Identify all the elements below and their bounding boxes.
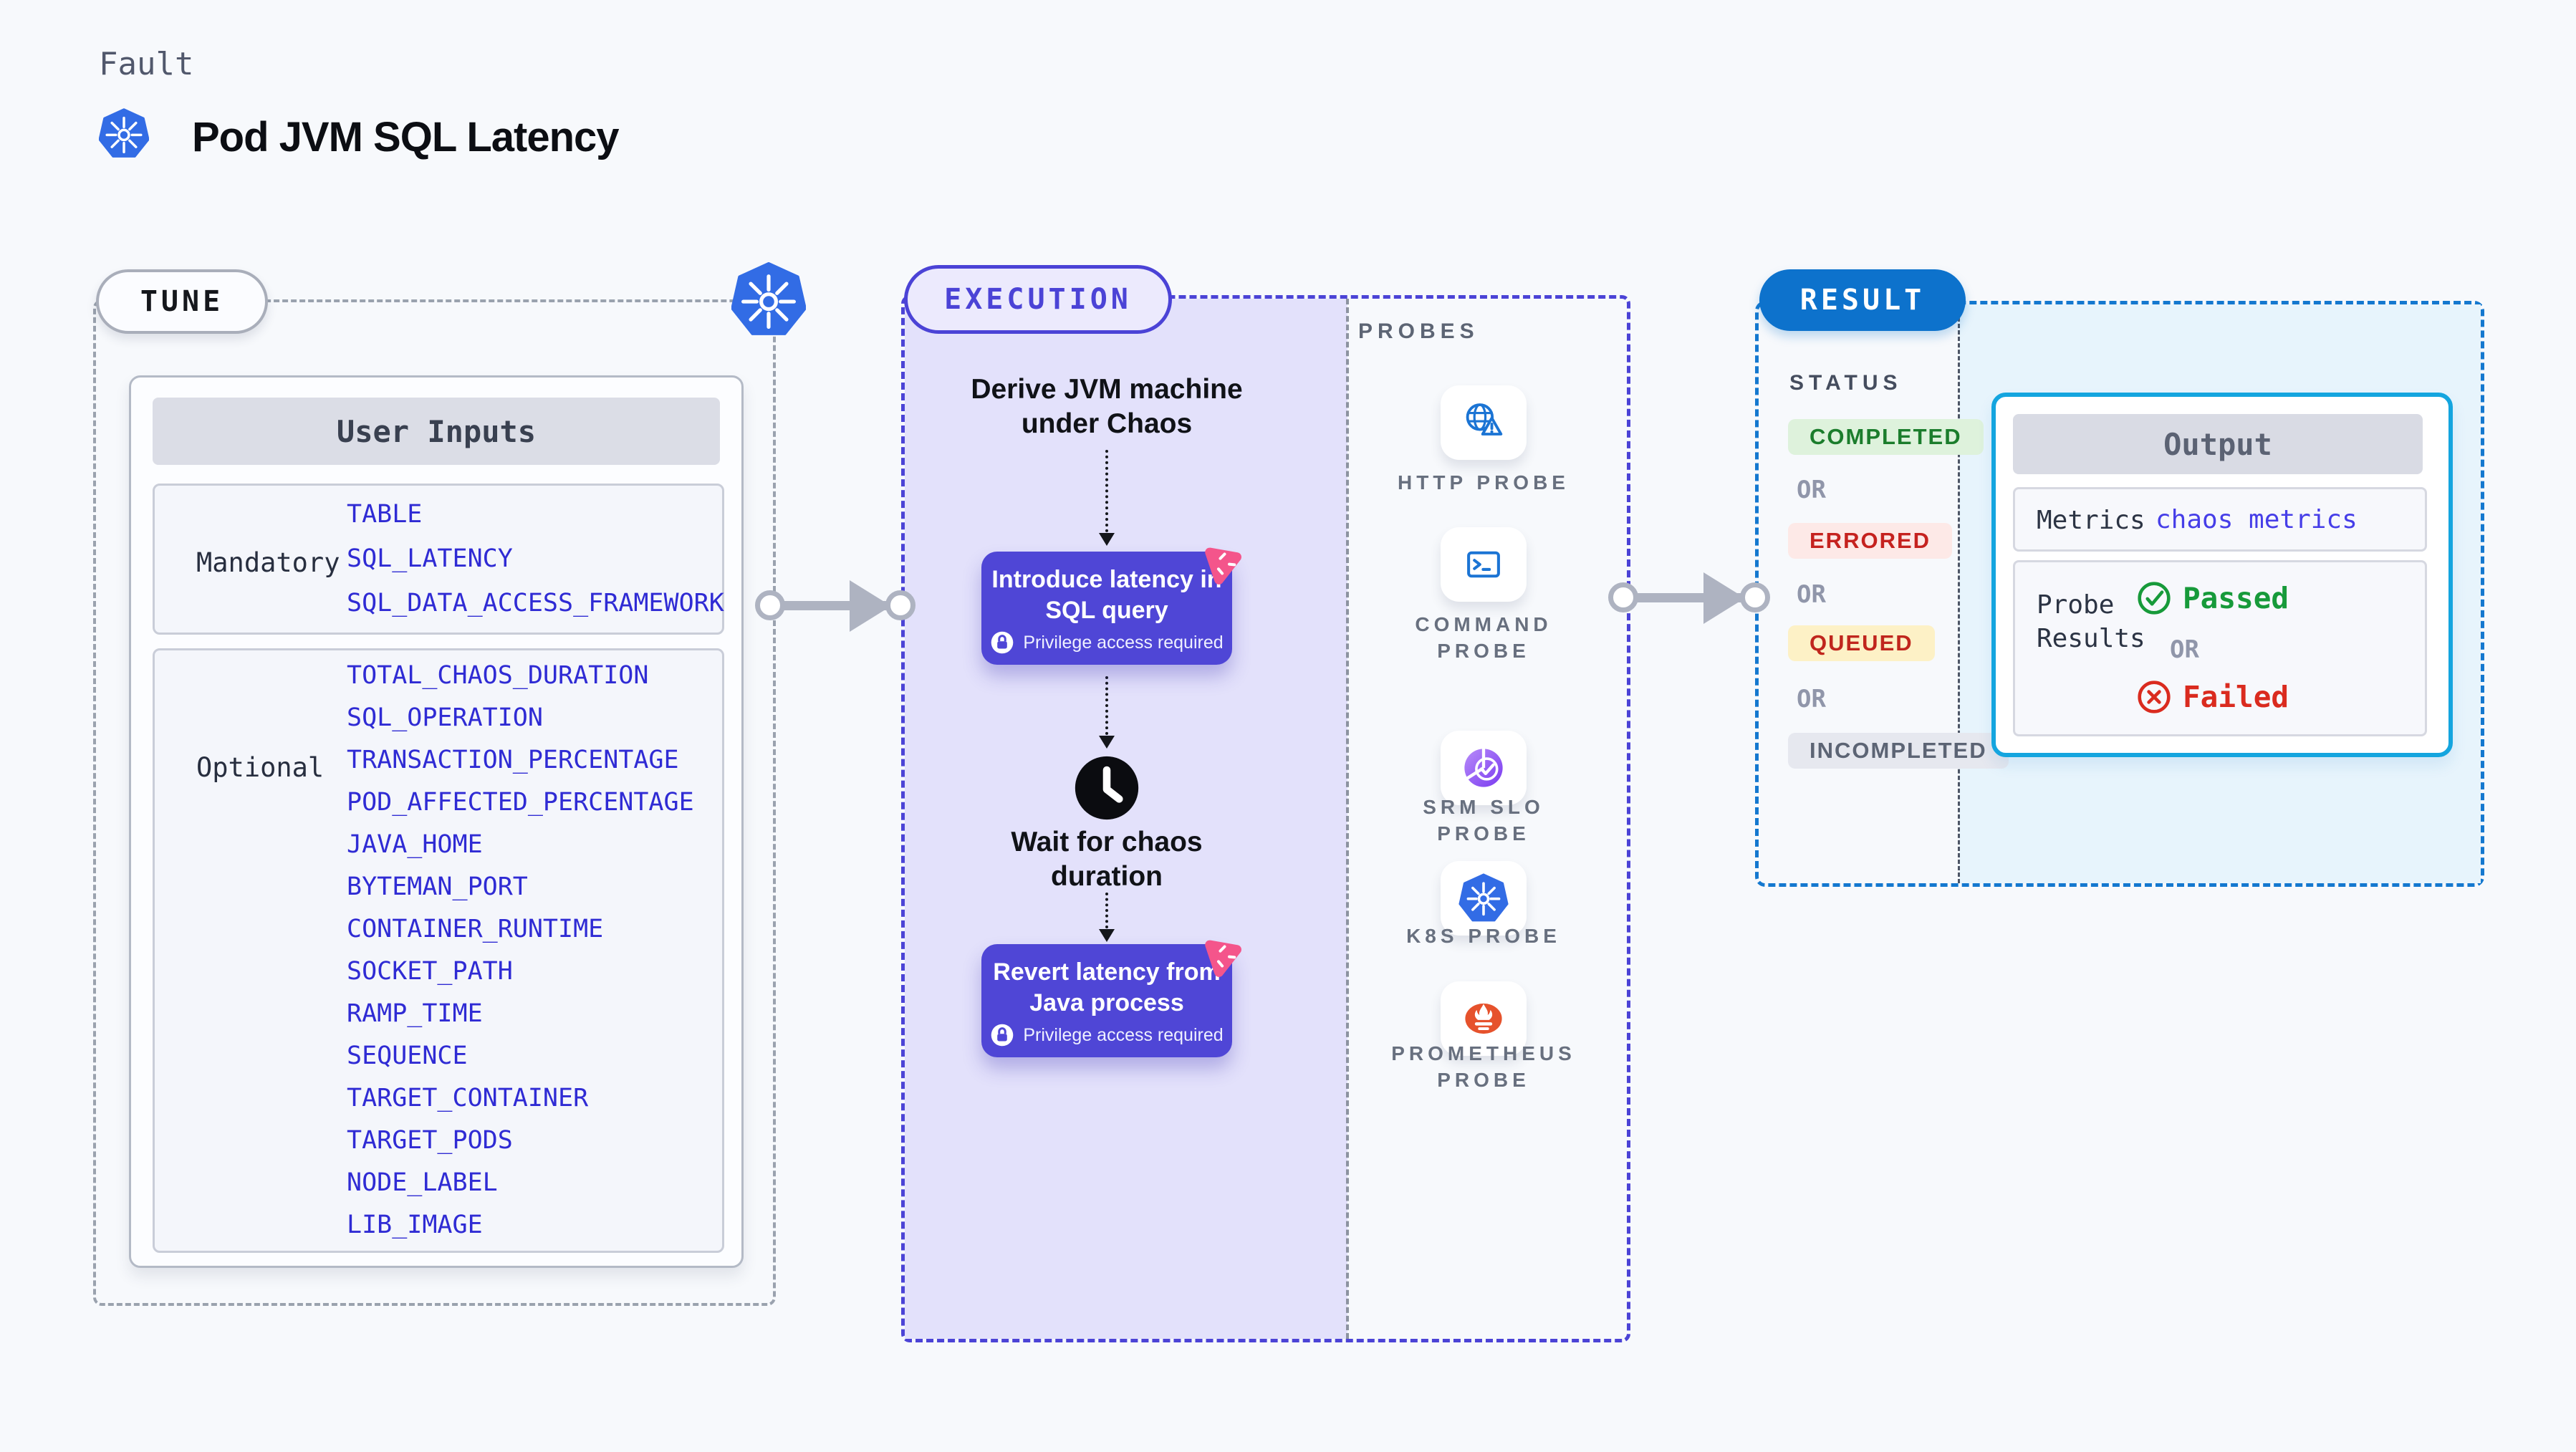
- globe-alert-icon: [1466, 403, 1503, 436]
- kubernetes-icon: [1458, 873, 1509, 922]
- http-probe-card: [1441, 385, 1527, 460]
- http-probe-label: HTTP PROBE: [1398, 471, 1570, 494]
- arrow-endpoint-dot: [1740, 582, 1770, 612]
- arrow-endpoint-dot: [885, 590, 915, 620]
- probes-section-label: PROBES: [1358, 319, 1479, 343]
- tune-section-box: [93, 299, 776, 1306]
- prometheus-flame-icon: [1465, 1003, 1502, 1034]
- terminal-icon: [1467, 551, 1500, 578]
- execution-to-result-arrowhead: [1703, 572, 1745, 624]
- env-var: TRANSACTION_PERCENTAGE: [347, 746, 679, 774]
- x-circle-icon: [2138, 681, 2171, 713]
- probe-results-row: Probe Results Passed OR Failed: [2013, 560, 2427, 736]
- metrics-value: chaos metrics: [2156, 505, 2358, 534]
- env-var: TOTAL_CHAOS_DURATION: [347, 661, 649, 690]
- env-var: LIB_IMAGE: [347, 1211, 483, 1239]
- env-var: JAVA_HOME: [347, 830, 483, 859]
- optional-label: Optional: [196, 752, 325, 783]
- env-var: POD_AFFECTED_PERCENTAGE: [347, 788, 694, 817]
- status-badge-errored: ERRORED: [1788, 523, 1953, 559]
- env-var: BYTEMAN_PORT: [347, 872, 528, 901]
- status-output-divider: [1958, 304, 1960, 883]
- probe-result-passed: Passed: [2137, 581, 2289, 615]
- status-badge-queued: QUEUED: [1788, 625, 1935, 661]
- execution-section-box: [901, 295, 1630, 1342]
- slo-pie-check-icon: [1464, 747, 1503, 787]
- metrics-row: Metrics chaos metrics: [2013, 487, 2427, 552]
- privilege-note: Privilege access required: [981, 1023, 1232, 1047]
- k8s-probe-label: K8S PROBE: [1406, 925, 1561, 947]
- output-title: Output: [2013, 414, 2423, 474]
- mandatory-inputs-row: Mandatory TABLE SQL_LATENCY SQL_DATA_ACC…: [153, 484, 724, 635]
- env-var: NODE_LABEL: [347, 1168, 498, 1197]
- execution-section-badge: EXECUTION: [904, 265, 1172, 334]
- prometheus-probe-card: [1441, 981, 1527, 1056]
- user-inputs-card: User Inputs Mandatory TABLE SQL_LATENCY …: [129, 375, 744, 1268]
- chaos-pinwheel-icon: [1201, 934, 1246, 984]
- flow-connector-arrowhead: [1099, 533, 1115, 546]
- output-card: Output Metrics chaos metrics Probe Resul…: [1991, 393, 2453, 757]
- probe-result-failed: Failed: [2137, 680, 2289, 714]
- execution-probes-divider: [1346, 299, 1349, 1339]
- clock-icon: [1072, 754, 1141, 826]
- env-var: TABLE: [347, 500, 423, 529]
- mandatory-label: Mandatory: [196, 547, 340, 578]
- flow-step-revert-latency: Revert latency from Java process Privile…: [981, 944, 1232, 1057]
- or-separator: OR: [1797, 476, 1826, 504]
- kubernetes-icon: [731, 261, 807, 342]
- flow-connector-arrowhead: [1099, 929, 1115, 942]
- execution-flow-area: [905, 299, 1347, 1339]
- env-var: SQL_LATENCY: [347, 544, 513, 573]
- probe-results-label: Probe Results: [2037, 590, 2145, 653]
- fault-eyebrow: Fault: [99, 46, 194, 82]
- arrow-endpoint-dot: [755, 590, 785, 620]
- srm-slo-probe-card: [1441, 731, 1527, 805]
- or-separator: OR: [2170, 635, 2199, 664]
- command-probe-card: [1441, 527, 1527, 602]
- flow-connector: [1105, 893, 1108, 928]
- chaos-pinwheel-icon: [1201, 542, 1246, 591]
- env-var: CONTAINER_RUNTIME: [347, 915, 604, 943]
- optional-items-list: TOTAL_CHAOS_DURATION SQL_OPERATION TRANS…: [347, 650, 694, 1251]
- env-var: SOCKET_PATH: [347, 957, 513, 986]
- mandatory-items-list: TABLE SQL_LATENCY SQL_DATA_ACCESS_FRAMEW…: [347, 486, 724, 633]
- lock-icon: [991, 1024, 1014, 1047]
- env-var: RAMP_TIME: [347, 999, 483, 1028]
- flow-connector-arrowhead: [1099, 736, 1115, 749]
- tune-section-badge: TUNE: [96, 269, 268, 334]
- flow-step-introduce-latency: Introduce latency in SQL query Privilege…: [981, 552, 1232, 665]
- env-var: SQL_OPERATION: [347, 703, 543, 732]
- user-inputs-title: User Inputs: [153, 398, 720, 465]
- or-separator: OR: [1797, 580, 1826, 609]
- privilege-note: Privilege access required: [981, 630, 1232, 655]
- arrow-endpoint-dot: [1608, 582, 1638, 612]
- env-var: SEQUENCE: [347, 1042, 468, 1070]
- flow-step-derive: Derive JVM machine under Chaos: [971, 374, 1243, 439]
- status-column-label: STATUS: [1789, 371, 1903, 395]
- optional-inputs-row: Optional TOTAL_CHAOS_DURATION SQL_OPERAT…: [153, 648, 724, 1253]
- flow-step-wait: Wait for chaos duration: [1011, 827, 1203, 892]
- result-section-badge: RESULT: [1759, 269, 1966, 331]
- k8s-probe-card: [1441, 861, 1527, 936]
- or-separator: OR: [1797, 685, 1826, 713]
- status-badge-completed: COMPLETED: [1788, 419, 1984, 455]
- check-circle-icon: [2138, 582, 2171, 615]
- page-title: Pod JVM SQL Latency: [192, 114, 620, 160]
- metrics-label: Metrics: [2037, 506, 2145, 535]
- flow-connector: [1105, 676, 1108, 735]
- env-var: TARGET_PODS: [347, 1126, 513, 1155]
- lock-icon: [991, 631, 1014, 654]
- status-badge-incompleted: INCOMPLETED: [1788, 733, 2009, 769]
- flow-connector: [1105, 450, 1108, 532]
- kubernetes-icon: [98, 107, 150, 164]
- env-var: TARGET_CONTAINER: [347, 1084, 589, 1112]
- env-var: SQL_DATA_ACCESS_FRAMEWORK: [347, 589, 724, 617]
- tune-to-execution-arrowhead: [850, 580, 891, 632]
